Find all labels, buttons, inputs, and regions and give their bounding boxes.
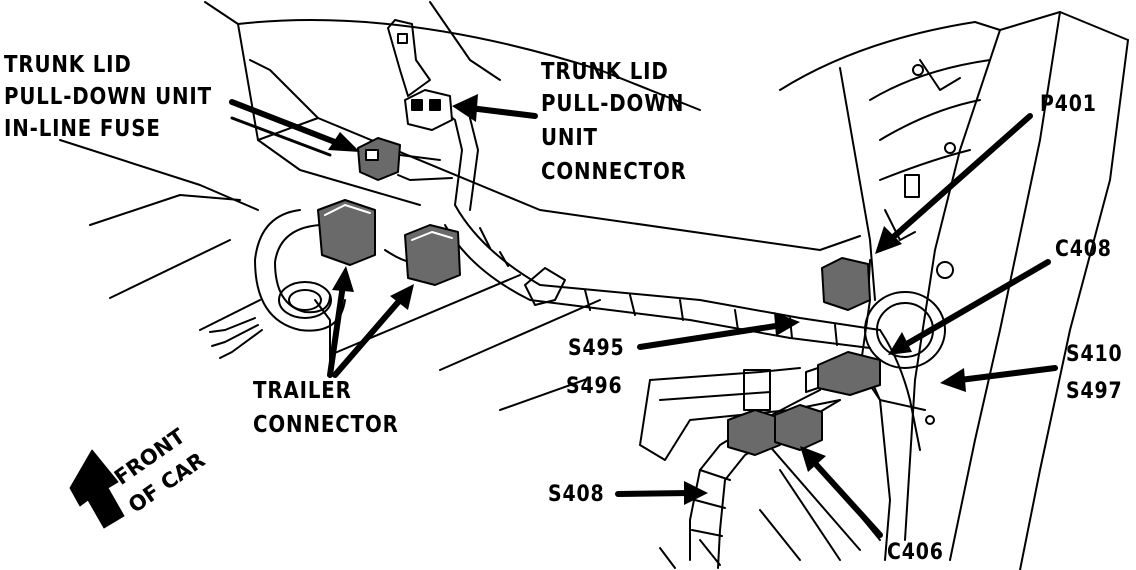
label-pulldown-connector-line4: CONNECTOR (541, 159, 687, 185)
front-arrow-icon (69, 449, 125, 529)
c406-connector-b (774, 404, 823, 451)
p401-connector (821, 257, 871, 311)
c408-connector (817, 351, 881, 396)
trailer-connector-2 (404, 224, 461, 286)
label-inline-fuse-line2: PULL-DOWN UNIT (4, 84, 212, 110)
label-pulldown-connector-line1: TRUNK LID (541, 59, 669, 85)
label-s496: S496 (566, 374, 623, 399)
connectors (317, 89, 881, 456)
label-inline-fuse-line3: IN-LINE FUSE (4, 116, 161, 142)
label-s408: S408 (548, 482, 605, 507)
label-p401: P401 (1040, 92, 1097, 117)
label-inline-fuse-line1: TRUNK LID (4, 52, 132, 78)
label-s410: S410 (1066, 342, 1123, 367)
label-c408: C408 (1055, 237, 1112, 262)
trailer-connector-1 (317, 199, 376, 266)
label-s497: S497 (1066, 379, 1123, 404)
label-s495: S495 (568, 336, 625, 361)
label-c406: C406 (887, 540, 944, 565)
label-pulldown-connector-line2: PULL-DOWN (541, 91, 685, 117)
label-trailer-connector-line2: CONNECTOR (253, 412, 399, 438)
c406-connector-a (727, 409, 781, 456)
leader-arrows (229, 94, 1058, 538)
label-trailer-connector-line1: TRAILER (253, 378, 352, 404)
label-pulldown-connector-line3: UNIT (541, 125, 598, 151)
